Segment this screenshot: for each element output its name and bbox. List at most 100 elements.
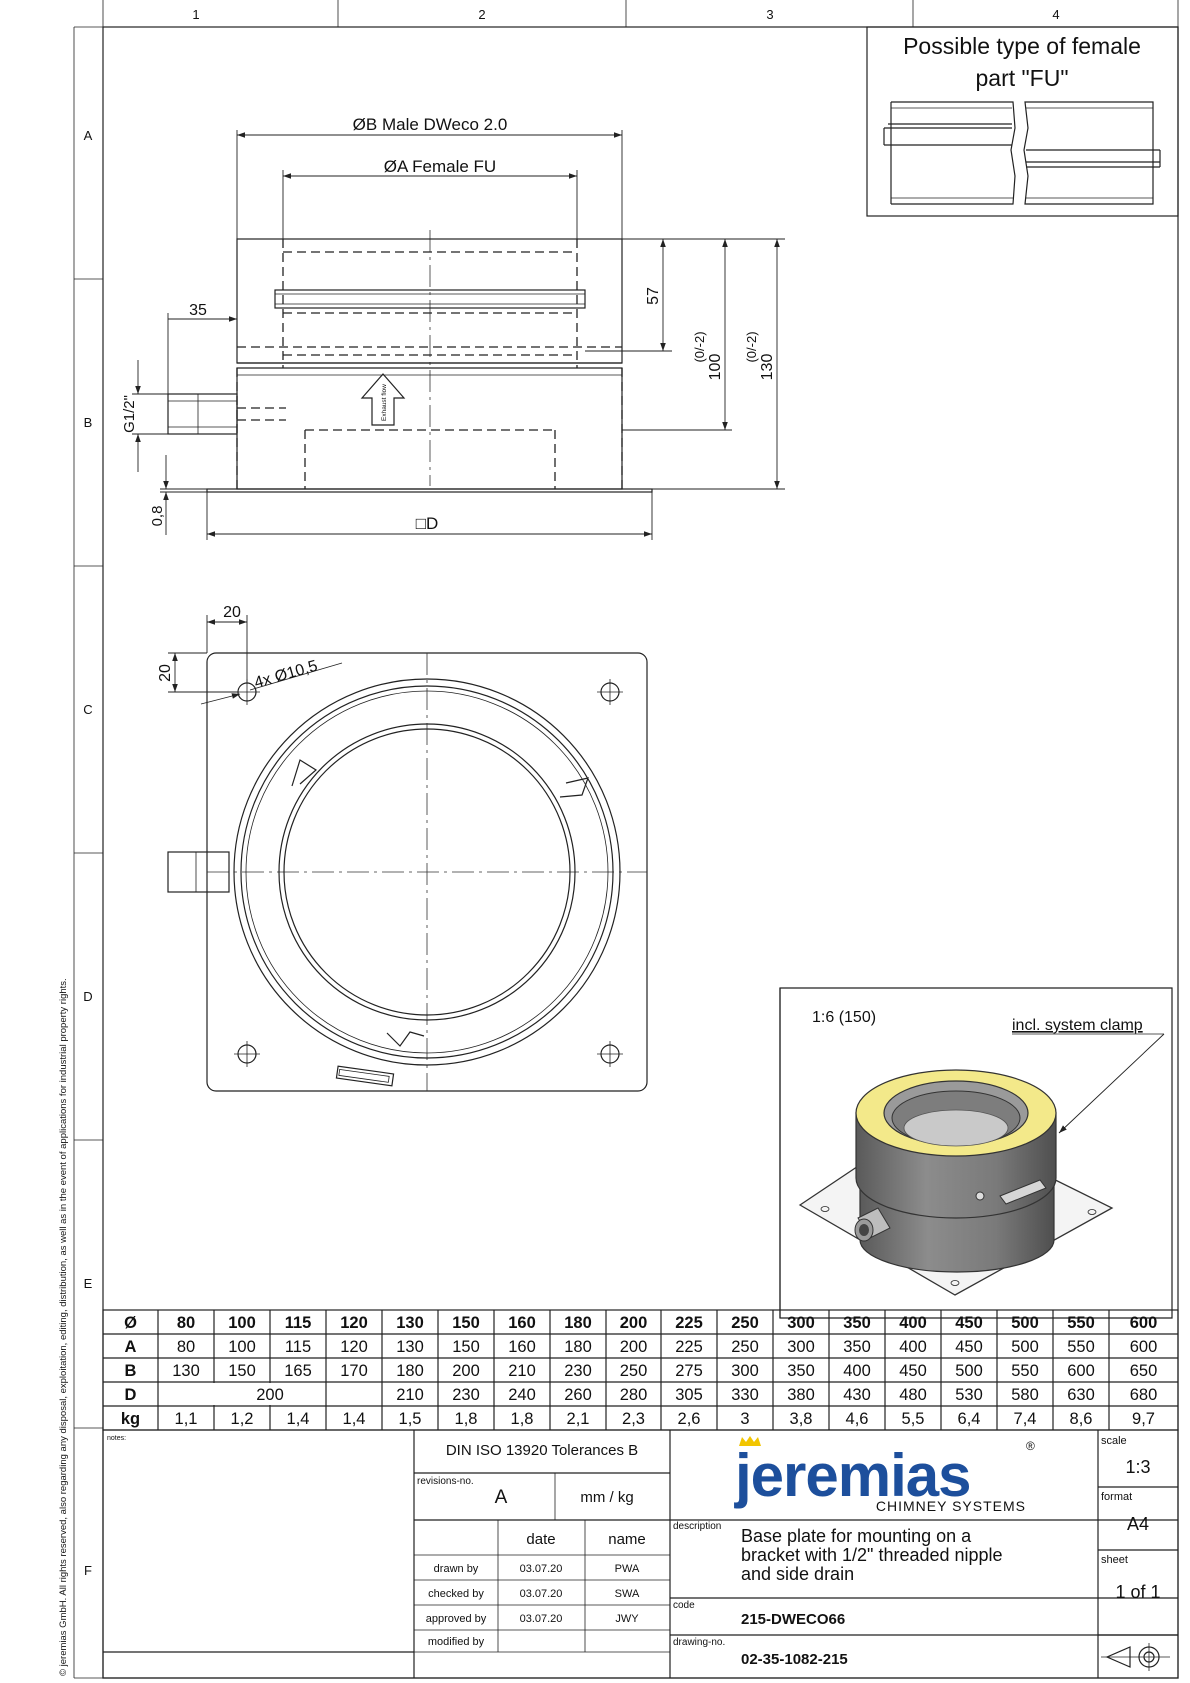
checked-by-name: SWA: [615, 1588, 640, 1600]
thread-size-label: G1/2": [121, 395, 138, 433]
mounting-hole-icon: [597, 1041, 623, 1067]
dimension-20-vertical: 20: [157, 664, 174, 682]
table-cell-d: 480: [899, 1386, 927, 1404]
table-cell-b: 650: [1130, 1362, 1158, 1380]
merged-cell-mask: [268, 1383, 272, 1405]
mounting-hole-icon: [234, 1041, 260, 1067]
dimension-100-tolerance: (0/-2): [692, 331, 707, 362]
table-cell-a: 250: [731, 1338, 759, 1356]
logo-subtitle: CHIMNEY SYSTEMS: [876, 1498, 1026, 1514]
female-part-title-line1: Possible type of female: [903, 33, 1141, 59]
table-cell-kg: 1,8: [511, 1410, 534, 1428]
row-marker: F: [84, 1563, 92, 1578]
table-header-cell: 150: [452, 1314, 480, 1332]
drawn-by-label: drawn by: [434, 1563, 479, 1575]
female-part-detail: Possible type of female part "FU": [866, 26, 1179, 217]
table-cell-d: 210: [396, 1386, 424, 1404]
tolerance-standard: DIN ISO 13920 Tolerances B: [446, 1442, 638, 1459]
table-cell-kg: 2,3: [622, 1410, 645, 1428]
sheet-label: sheet: [1101, 1554, 1128, 1566]
dimension-57-label: 57: [645, 287, 662, 305]
drawing-number: 02-35-1082-215: [741, 1651, 848, 1668]
table-cell-a: 450: [955, 1338, 983, 1356]
table-cell-d: 280: [620, 1386, 648, 1404]
format-label: format: [1101, 1491, 1132, 1503]
table-cell-a: 115: [285, 1338, 311, 1356]
table-cell-a: 350: [843, 1338, 871, 1356]
table-cell-b: 150: [228, 1362, 256, 1380]
table-cell-kg: kg: [121, 1410, 140, 1428]
table-header-cell: 200: [620, 1314, 648, 1332]
table-cell-a: 550: [1067, 1338, 1095, 1356]
title-block: notes: DIN ISO 13920 Tolerances B revisi…: [102, 1429, 1179, 1679]
code-label: code: [673, 1600, 695, 1611]
table-cell-b: B: [125, 1362, 137, 1380]
crown-icon: [739, 1436, 761, 1446]
mounting-hole-icon: [597, 679, 623, 705]
top-view-dimensions: 20 20 4x Ø10,5: [157, 604, 343, 705]
table-cell-b: 210: [508, 1362, 536, 1380]
dimension-35-label: 35: [189, 302, 207, 319]
female-socket-right: [1023, 101, 1161, 205]
table-cell-kg: 3,8: [790, 1410, 813, 1428]
table-header-cell: 120: [340, 1314, 368, 1332]
table-cell-d: 330: [731, 1386, 759, 1404]
table-cell-b: 400: [843, 1362, 871, 1380]
approved-by-name: JWY: [615, 1613, 639, 1625]
side-view: Exhaust flow: [167, 230, 653, 493]
table-cell-kg: 1,8: [455, 1410, 478, 1428]
table-cell-kg: 4,6: [846, 1410, 869, 1428]
table-cell-a: 600: [1130, 1338, 1158, 1356]
female-socket-left: [883, 101, 1016, 205]
name-column-header: name: [608, 1531, 646, 1548]
column-marker: 1: [192, 7, 199, 22]
table-cell-d: 260: [564, 1386, 592, 1404]
table-cell-a: A: [125, 1338, 137, 1356]
table-cell-kg: 2,1: [567, 1410, 590, 1428]
row-marker: B: [84, 415, 93, 430]
scale-label: scale: [1101, 1435, 1127, 1447]
description-label: description: [673, 1521, 721, 1532]
table-cell-d: 630: [1067, 1386, 1095, 1404]
table-header-cell: 350: [843, 1314, 871, 1332]
table-cell-kg: 1,2: [231, 1410, 254, 1428]
row-marker: D: [83, 989, 92, 1004]
table-cell-a: 400: [899, 1338, 927, 1356]
drawing-number-label: drawing-no.: [673, 1637, 725, 1648]
row-marker: C: [83, 702, 92, 717]
table-header-cell: 225: [675, 1314, 703, 1332]
female-part-title-line2: part "FU": [975, 65, 1068, 91]
table-cell-kg: 1,5: [399, 1410, 422, 1428]
column-marker: 3: [766, 7, 773, 22]
sheet-value: 1 of 1: [1115, 1582, 1160, 1602]
table-header-cell: 115: [285, 1314, 312, 1332]
table-cell-a: 100: [228, 1338, 256, 1356]
jeremias-logo: jeremias ® CHIMNEY SYSTEMS: [734, 1436, 1035, 1514]
mounting-holes-label: 4x Ø10,5: [252, 658, 319, 692]
table-cell-a: 160: [508, 1338, 536, 1356]
plate-thickness-label: 0,8: [149, 506, 166, 527]
table-cell-kg: 6,4: [958, 1410, 981, 1428]
table-cell-b: 230: [564, 1362, 592, 1380]
table-cell-kg: 2,6: [678, 1410, 701, 1428]
table-cell-d: 230: [452, 1386, 480, 1404]
row-markers: A B C D E F: [83, 128, 92, 1578]
units-label: mm / kg: [580, 1489, 633, 1506]
table-cell-a: 200: [620, 1338, 648, 1356]
revisions-label: revisions-no.: [417, 1476, 474, 1487]
table-header-cell: 500: [1011, 1314, 1039, 1332]
column-marker: 2: [478, 7, 485, 22]
table-header-cell: 550: [1067, 1314, 1095, 1332]
scale-value: 1:3: [1125, 1457, 1150, 1477]
approved-by-label: approved by: [426, 1613, 487, 1625]
table-cell-d: 680: [1130, 1386, 1158, 1404]
table-cell-d: 530: [955, 1386, 983, 1404]
table-cell-a: 120: [340, 1338, 368, 1356]
table-cell-d: 430: [843, 1386, 871, 1404]
dimension-a-label: ØA Female FU: [384, 157, 496, 176]
checked-by-date: 03.07.20: [520, 1588, 563, 1600]
modified-by-label: modified by: [428, 1636, 485, 1648]
table-cell-b: 600: [1067, 1362, 1095, 1380]
merged-cell-mask: [212, 1383, 216, 1405]
